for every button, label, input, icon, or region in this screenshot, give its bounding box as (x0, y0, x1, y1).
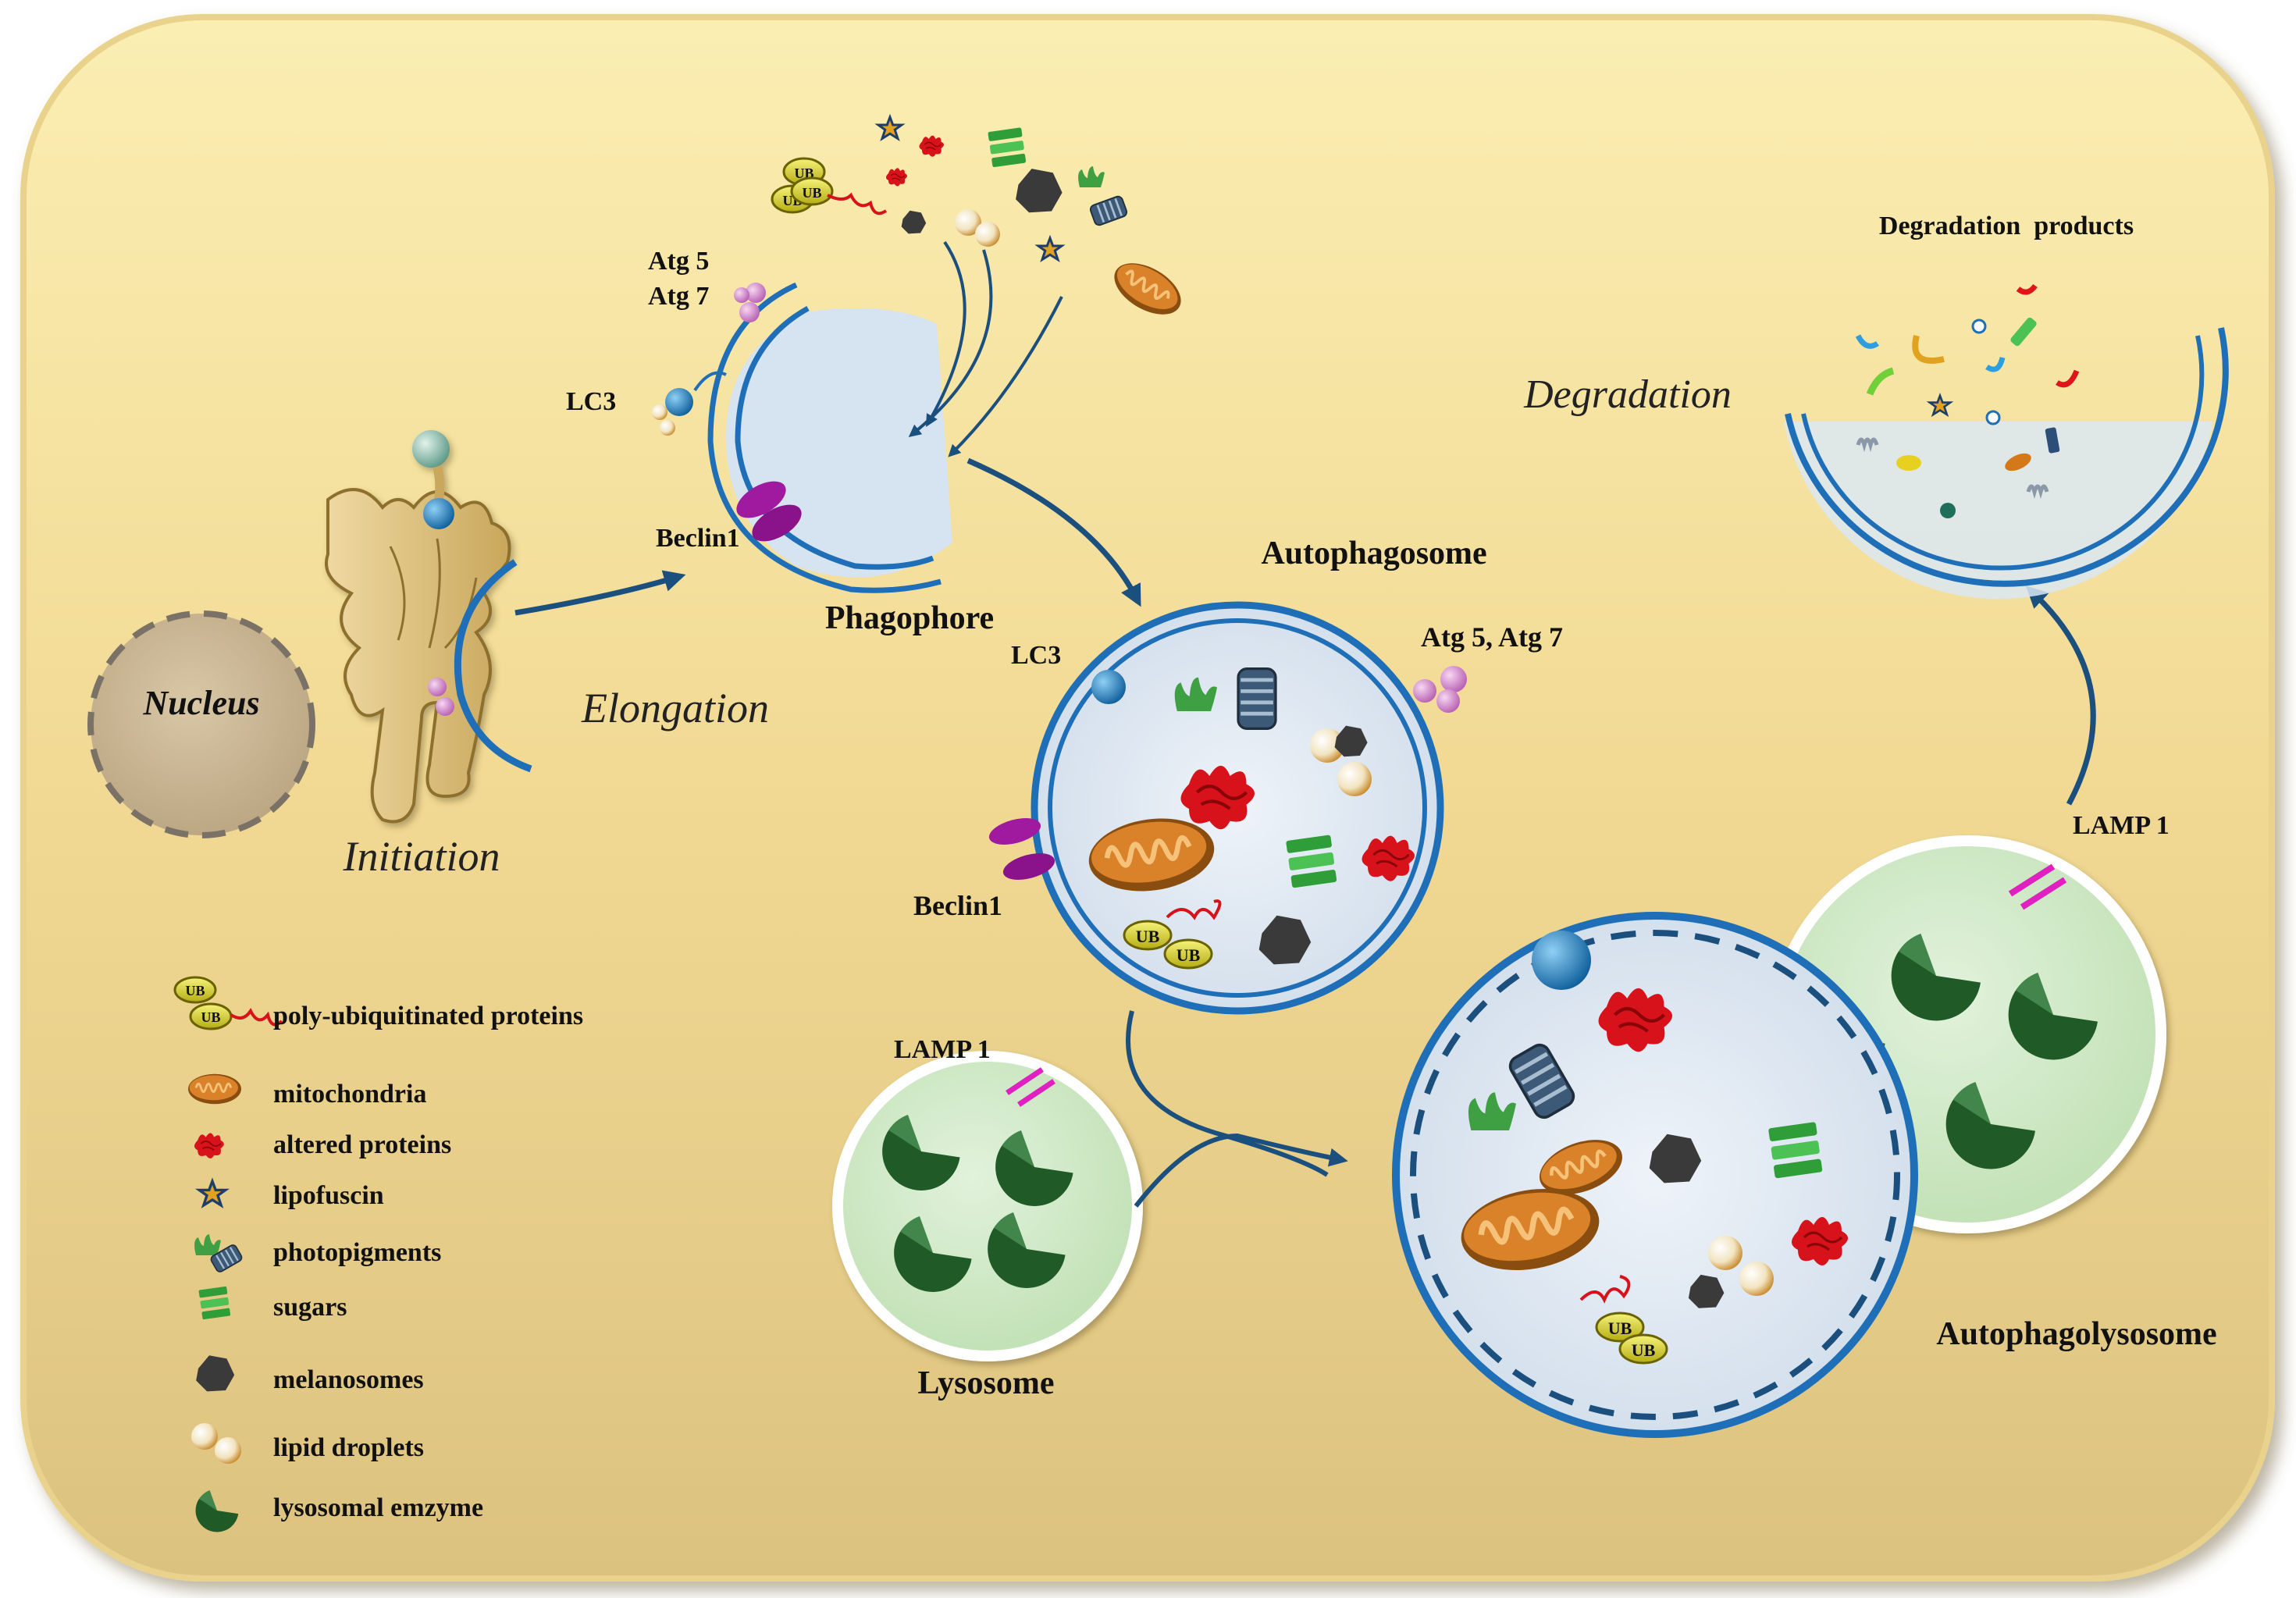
phagophore-label: Phagophore (825, 600, 994, 636)
ubiquitin-icon: UB UB (173, 976, 283, 1030)
lysosome-label: Lysosome (917, 1365, 1054, 1401)
isolation-membrane (454, 559, 532, 773)
nucleus: Nucleus (87, 610, 315, 838)
legend: UB UB poly-ubiquitinated proteins mitoch… (173, 976, 583, 1539)
lipofuscin-icon (194, 1177, 230, 1208)
beclin1-autophagosome-label: Beclin1 (913, 890, 1002, 921)
legend-item-label: lipofuscin (273, 1181, 384, 1210)
lamp1-autophagolysosome-label: LAMP 1 (2073, 811, 2170, 840)
arrow-to-autophagosome (966, 457, 1141, 607)
legend-item-label: poly-ubiquitinated proteins (273, 1002, 583, 1030)
legend-item-label: lysosomal emzyme (273, 1493, 483, 1522)
degradation-vesicle (1784, 283, 2229, 600)
arrow-lysosome-to-fusion (1134, 1133, 1348, 1208)
cargo-cluster: UB UB UB (771, 113, 1191, 457)
legend-item-label: photopigments (273, 1238, 441, 1267)
autophagolysosome: UB UB (1392, 835, 2166, 1438)
lc3-phagophore-label: LC3 (566, 387, 616, 416)
ub-label: UB (802, 185, 821, 201)
legend-item-label: mitochondria (273, 1080, 426, 1109)
arrow-to-degradation (2025, 585, 2096, 806)
elongation-label: Elongation (581, 685, 769, 731)
ub-label: UB (1176, 945, 1201, 965)
lamp1-lysosome-label: LAMP 1 (894, 1035, 991, 1064)
degradation-products-label: Degradation products (1879, 212, 2134, 240)
sugar-icon (198, 1286, 231, 1320)
atg5-atg7-label: Atg 5, Atg 7 (1421, 621, 1563, 653)
legend-item-label: lipid droplets (273, 1433, 424, 1462)
mitochondria-icon (187, 1073, 243, 1105)
legend-item-label: altered proteins (273, 1130, 451, 1159)
lc3-autophagosome-label: LC3 (1011, 641, 1061, 670)
ub-label: UB (185, 983, 205, 998)
endoplasmic-reticulum (325, 430, 511, 824)
legend-item-label: sugars (273, 1293, 347, 1322)
initiation-label: Initiation (343, 833, 500, 880)
atg5-label: Atg 5 (648, 247, 709, 276)
phagophore (652, 282, 952, 593)
legend-item-label: melanosomes (273, 1365, 424, 1394)
arrow-to-phagophore (514, 570, 686, 616)
atg7-label: Atg 7 (648, 282, 709, 311)
nucleus-label: Nucleus (142, 684, 259, 722)
arrow-autophagosome-to-fusion (1126, 1010, 1329, 1177)
lysosome (832, 1051, 1143, 1361)
autophagosome-label: Autophagosome (1261, 536, 1486, 571)
degradation-label: Degradation (1523, 372, 1732, 417)
ub-label: UB (1136, 927, 1160, 946)
lipid-droplet-icon (191, 1423, 241, 1464)
autophagosome: UB UB (988, 601, 1467, 1015)
ub-label: UB (201, 1009, 220, 1025)
beclin1-phagophore-label: Beclin1 (656, 524, 740, 553)
ub-label: UB (1632, 1340, 1656, 1360)
autophagolysosome-label: Autophagolysosome (1936, 1316, 2216, 1352)
ub-label: UB (1608, 1319, 1632, 1338)
